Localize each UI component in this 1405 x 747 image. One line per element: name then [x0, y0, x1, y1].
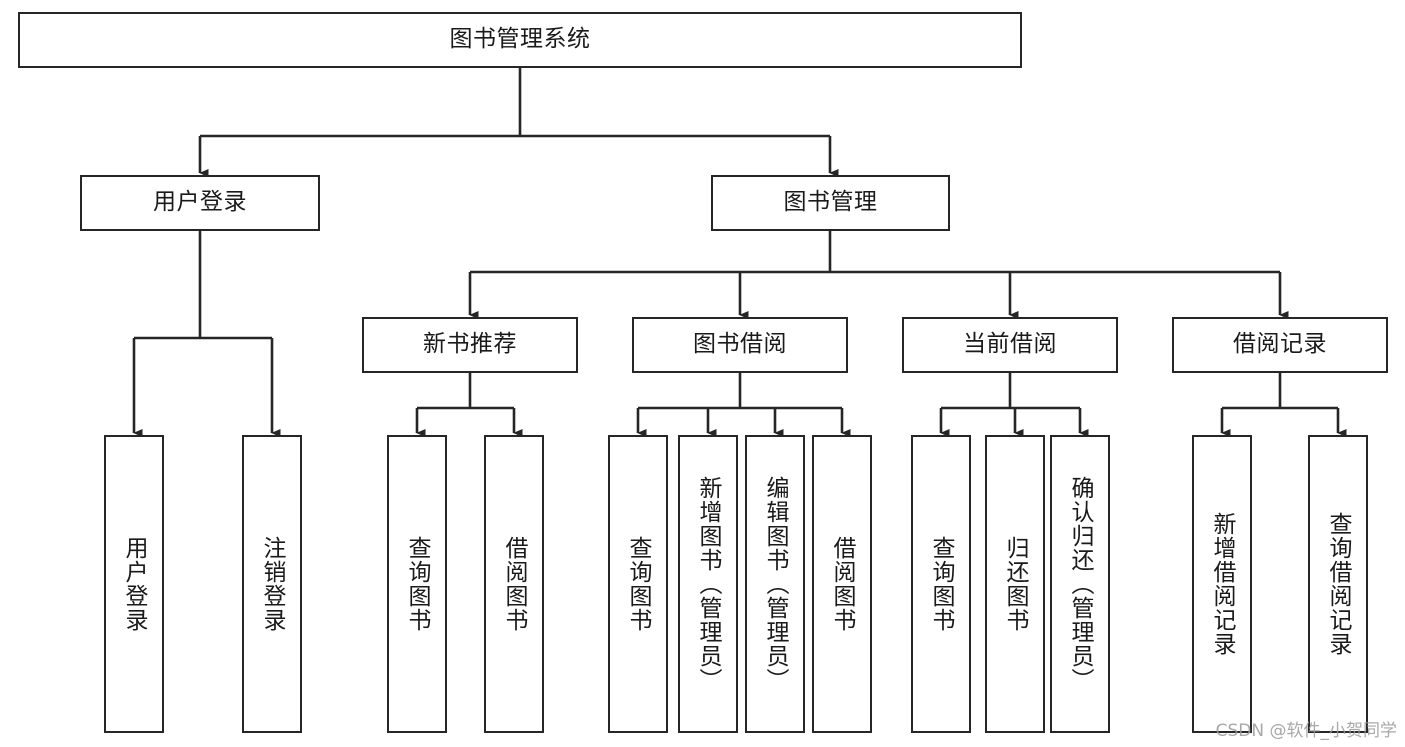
node-root-label: 图书管理系统	[449, 26, 591, 53]
node-leaf-query-book-borrow-label: 查询图书	[625, 536, 652, 632]
node-root-system[interactable]: 图书管理系统	[18, 12, 1022, 68]
node-leaf-query-borrow-record-label: 查询借阅记录	[1325, 512, 1352, 656]
node-leaf-user-login-label: 用户登录	[121, 536, 148, 632]
edge-group-user-login	[132, 231, 281, 438]
node-leaf-query-book-current[interactable]: 查询图书	[911, 435, 971, 733]
node-leaf-add-book-admin-label: 新增图书（管理员）	[695, 476, 722, 692]
node-leaf-add-borrow-record-label: 新增借阅记录	[1209, 512, 1236, 656]
node-borrow-record[interactable]: 借阅记录	[1172, 317, 1388, 373]
edge-group-book-management	[468, 231, 1289, 320]
node-leaf-confirm-return-admin-label: 确认归还（管理员）	[1067, 476, 1094, 692]
node-leaf-user-logout[interactable]: 注销登录	[242, 435, 302, 733]
node-leaf-add-book-admin[interactable]: 新增图书（管理员）	[678, 435, 738, 733]
node-leaf-borrow-book-recommend[interactable]: 借阅图书	[484, 435, 544, 733]
node-leaf-confirm-return-admin[interactable]: 确认归还（管理员）	[1050, 435, 1110, 733]
node-book-borrow[interactable]: 图书借阅	[632, 317, 848, 373]
node-current-borrow[interactable]: 当前借阅	[902, 317, 1118, 373]
node-leaf-edit-book-admin[interactable]: 编辑图书（管理员）	[745, 435, 805, 733]
node-current-borrow-label: 当前借阅	[963, 331, 1057, 358]
node-leaf-edit-book-admin-label: 编辑图书（管理员）	[762, 476, 789, 692]
node-leaf-add-borrow-record[interactable]: 新增借阅记录	[1192, 435, 1252, 733]
edge-group-new-book-recommend	[415, 373, 523, 438]
node-leaf-borrow-book[interactable]: 借阅图书	[812, 435, 872, 733]
edge-group-borrow-record	[1220, 373, 1347, 438]
node-leaf-query-borrow-record[interactable]: 查询借阅记录	[1308, 435, 1368, 733]
edge-group-root	[198, 68, 839, 178]
node-leaf-user-logout-label: 注销登录	[259, 536, 286, 632]
node-leaf-borrow-book-label: 借阅图书	[829, 536, 856, 632]
node-leaf-query-book-recommend-label: 查询图书	[404, 536, 431, 632]
node-leaf-query-book-borrow[interactable]: 查询图书	[608, 435, 668, 733]
node-borrow-record-label: 借阅记录	[1233, 331, 1327, 358]
node-new-book-recommend-label: 新书推荐	[423, 331, 517, 358]
node-leaf-query-book-current-label: 查询图书	[928, 536, 955, 632]
node-user-login-label: 用户登录	[153, 189, 247, 216]
edge-group-current-borrow	[939, 373, 1089, 438]
node-leaf-return-book[interactable]: 归还图书	[985, 435, 1045, 733]
node-book-borrow-label: 图书借阅	[693, 331, 787, 358]
node-leaf-borrow-book-recommend-label: 借阅图书	[501, 536, 528, 632]
node-book-management-label: 图书管理	[783, 189, 878, 216]
node-book-management[interactable]: 图书管理	[711, 175, 950, 231]
node-user-login[interactable]: 用户登录	[80, 175, 320, 231]
node-leaf-return-book-label: 归还图书	[1002, 536, 1029, 632]
node-leaf-user-login[interactable]: 用户登录	[104, 435, 164, 733]
node-leaf-query-book-recommend[interactable]: 查询图书	[387, 435, 447, 733]
node-new-book-recommend[interactable]: 新书推荐	[362, 317, 578, 373]
edge-group-book-borrow	[636, 373, 851, 438]
